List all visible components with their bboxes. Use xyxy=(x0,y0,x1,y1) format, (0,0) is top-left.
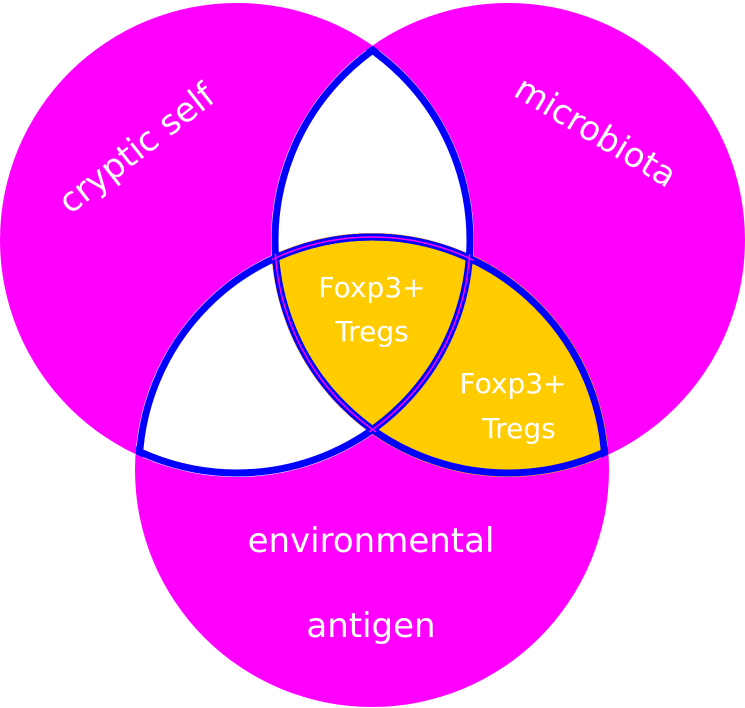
region-label-right-line1: Foxp3+ xyxy=(460,367,567,400)
set-label-antigen: antigen xyxy=(306,606,435,646)
region-label-center-line1: Foxp3+ xyxy=(319,271,426,304)
set-label-environmental: environmental xyxy=(248,521,495,561)
region-label-center-line2: Tregs xyxy=(334,315,408,348)
region-label-right-line2: Tregs xyxy=(481,412,555,445)
